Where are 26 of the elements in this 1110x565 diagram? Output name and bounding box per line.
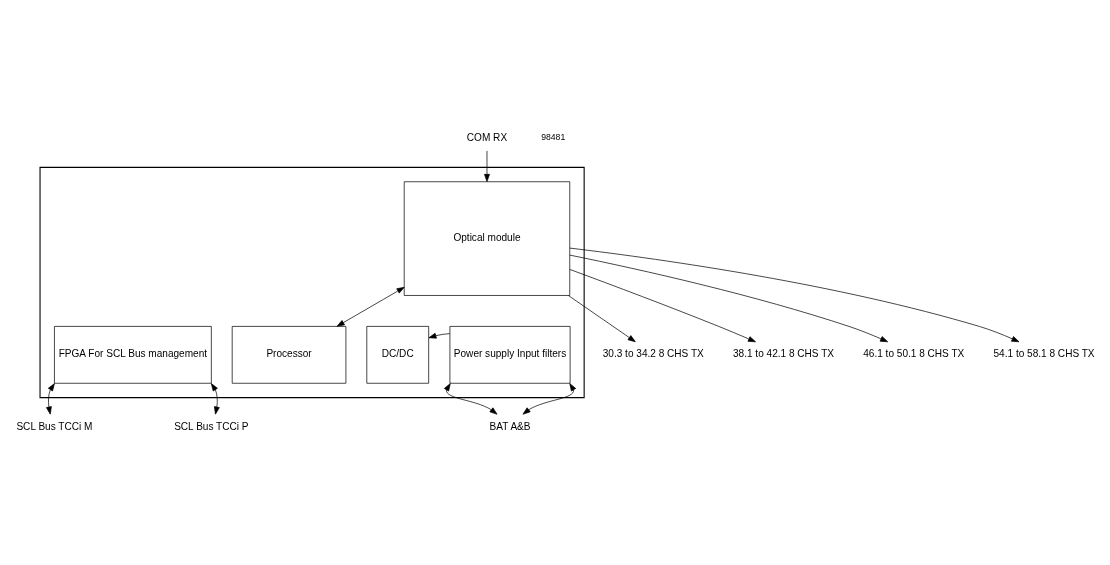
node-text: 46.1 to 50.1 8 CHS TX [863, 348, 965, 360]
node-text: SCL Bus TCCi P [174, 420, 249, 432]
node-box: DC/DC [366, 326, 430, 384]
arrow [46, 383, 55, 415]
arrow [428, 332, 451, 339]
cluster [39, 166, 585, 399]
node-box: Power supply Input filters [449, 326, 571, 384]
node-box: FPGA For SCL Bus management [54, 326, 212, 384]
node-box: Processor [231, 326, 347, 384]
arrow [569, 247, 1020, 343]
node-text: 38.1 to 42.1 8 CHS TX [732, 348, 835, 360]
node-text: 30.3 to 34.2 8 CHS TX [602, 348, 704, 360]
node-text: BAT A&B [489, 420, 531, 432]
node-text: SCL Bus TCCi M [16, 420, 93, 432]
node-text: COM RX [466, 131, 508, 143]
arrow [569, 269, 756, 343]
arrow [484, 150, 490, 182]
arrow [569, 254, 889, 343]
arrow [522, 383, 577, 415]
arrow [210, 383, 220, 415]
label: 98481 [541, 132, 566, 143]
arrow [336, 286, 405, 327]
arrow [444, 383, 498, 415]
node-text: 54.1 to 58.1 8 CHS TX [993, 348, 1095, 360]
node-box: Optical module [403, 181, 571, 296]
arrow [568, 295, 636, 343]
